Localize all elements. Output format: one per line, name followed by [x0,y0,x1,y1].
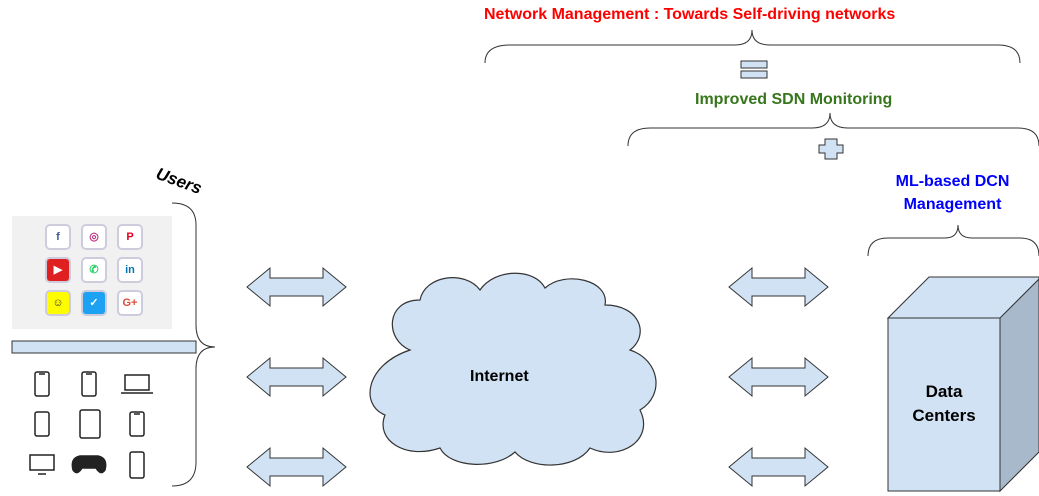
data-center-box [886,276,1039,493]
dcn-management-title: ML-based DCN Management [866,170,1039,216]
data-centers-label: Data Centers [888,380,1000,428]
dcn-management-line1: ML-based DCN [895,173,1010,190]
dcn-management-line2: Management [903,196,1002,213]
phone-icon-4 [129,411,145,437]
left-arrows [246,266,347,488]
equals-sign [740,60,768,79]
data-centers-line2: Centers [912,406,976,425]
pinterest-icon: P [119,226,141,248]
internet-label: Internet [470,368,529,385]
double-arrow-3 [246,446,347,488]
social-media-panel: f ◎ P ▶ ✆ in ☺ ✓ G+ [12,216,172,329]
double-arrow-1 [246,266,347,308]
gamepad-icon [71,455,107,474]
phone-icon-5 [129,451,145,479]
linkedin-icon: in [119,259,141,281]
plus-sign [818,138,844,160]
data-center-front [887,317,1001,492]
snapchat-icon: ☺ [47,292,69,314]
phone-icon-3 [34,411,50,437]
device-icons [29,371,153,479]
tv-icon [29,454,55,475]
tablet-icon [79,409,101,439]
double-arrow-5 [728,356,829,398]
laptop-icon [121,374,153,394]
dcn-management-brace [867,224,1039,257]
internet-cloud [369,272,657,466]
googleplus-icon: G+ [119,292,141,314]
data-centers-line1: Data [925,382,963,401]
network-management-title: Network Management : Towards Self-drivin… [484,6,896,23]
phone-icon-2 [81,371,97,397]
sdn-monitoring-title: Improved SDN Monitoring [695,91,893,108]
right-arrows [728,266,829,488]
users-brace [171,202,216,487]
phone-icon-1 [34,371,50,397]
youtube-icon: ▶ [47,259,69,281]
separator-bar [11,340,197,354]
instagram-icon: ◎ [83,226,105,248]
double-arrow-6 [728,446,829,488]
twitter-icon: ✓ [83,292,105,314]
sdn-monitoring-brace [627,112,1039,147]
facebook-icon: f [47,226,69,248]
double-arrow-2 [246,356,347,398]
whatsapp-icon: ✆ [83,259,105,281]
network-management-brace [484,29,1021,64]
double-arrow-4 [728,266,829,308]
